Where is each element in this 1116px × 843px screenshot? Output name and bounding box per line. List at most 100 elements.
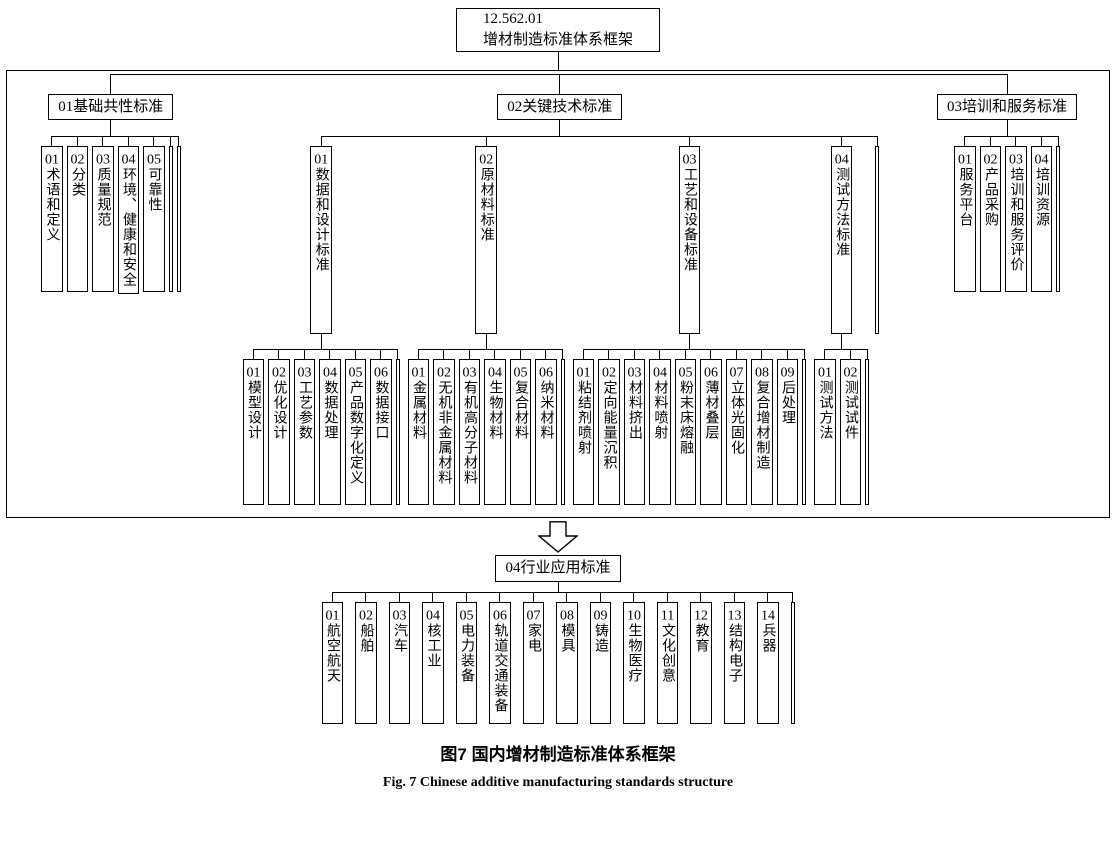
outer-frame: 01基础共性标准 01术语和定义 02分类 <box>6 70 1110 519</box>
raw-materials-children-row: 01金属材料 02无机非金属材料 03有机高分子材料 <box>406 349 567 506</box>
connector-drop <box>559 74 561 94</box>
leaf-cell: 01模型设计 <box>241 349 267 506</box>
leaf-title: 产品数字化定义 <box>348 380 363 486</box>
connector-drop <box>397 349 398 360</box>
leaf-box <box>865 359 869 506</box>
key-tech-branches-row: 01数据和设计标准 01模型设计 <box>239 136 882 506</box>
leaf-cell: 04生物材料 <box>482 349 508 506</box>
leaf-box: 10生物医疗 <box>623 601 645 724</box>
leaf-box: 01术语和定义 <box>41 146 63 293</box>
leaf-box: 03工艺参数 <box>293 359 315 506</box>
leaf-cell: 02无机非金属材料 <box>431 349 457 506</box>
leaf-number: 14 <box>761 608 775 623</box>
connector-drop <box>110 74 112 94</box>
leaf-box: 04数据处理 <box>319 359 341 506</box>
leaf-box: 02优化设计 <box>268 359 290 506</box>
leaf-title: 后处理 <box>780 380 795 426</box>
leaf-cell: 04核工业 <box>416 591 450 724</box>
leaf-number: 11 <box>660 608 675 623</box>
leaf-number: 02 <box>359 608 373 623</box>
leaf-title: 模具 <box>559 622 575 653</box>
leaf-number: 04 <box>653 366 667 381</box>
connector-drop <box>659 349 661 360</box>
root-area: 12.562.01 增材制造标准体系框架 <box>0 8 1116 70</box>
leaf-cell <box>863 349 871 506</box>
connector-drop <box>767 591 769 602</box>
connector-drop <box>485 136 487 147</box>
connector-stem <box>1006 120 1008 137</box>
branch-number: 02 <box>479 153 494 168</box>
connector-stem <box>688 334 690 350</box>
connector-drop <box>562 349 563 360</box>
leaf-number: 05 <box>147 153 161 168</box>
leaf-box: 01测试方法 <box>814 359 836 506</box>
leaf-cell: 07立体光固化 <box>723 349 750 506</box>
leaf-cell: 14兵器 <box>751 591 785 724</box>
leaf-number: 07 <box>729 366 744 381</box>
leaf-title: 测试方法 <box>817 380 833 441</box>
leaf-box: 14兵器 <box>757 601 779 724</box>
leaf-number: 05 <box>513 366 528 381</box>
leaf-cell: 03质量规范 <box>90 136 116 293</box>
connector-drop <box>398 591 400 602</box>
leaf-box: 01金属材料 <box>407 359 429 506</box>
branch-head-box: 02原材料标准 <box>475 146 497 335</box>
leaf-box: 01模型设计 <box>242 359 264 506</box>
leaf-number: 05 <box>459 608 474 623</box>
connector-drop <box>633 591 635 602</box>
leaf-title: 材料挤出 <box>627 380 642 441</box>
leaf-title: 汽车 <box>392 622 407 653</box>
connector-drop <box>170 136 171 147</box>
leaf-box: 03质量规范 <box>92 146 114 293</box>
leaf-title: 数据处理 <box>322 380 338 441</box>
leaf-number: 12 <box>694 608 708 623</box>
leaf-title: 复合增材制造 <box>754 380 770 471</box>
connector-drop <box>733 591 735 602</box>
connector-drop <box>1015 136 1017 147</box>
branch-title: 工艺和设备标准 <box>682 167 697 273</box>
leaf-number: 01 <box>246 366 261 381</box>
leaf-title: 铸造 <box>593 622 608 653</box>
branch-test-methods: 04测试方法标准 01测试方法 <box>810 136 873 506</box>
leaf-box: 07家电 <box>522 601 544 724</box>
leaf-number: 02 <box>983 153 998 168</box>
leaf-box <box>395 359 400 506</box>
top-groups-row: 01基础共性标准 01术语和定义 02分类 <box>11 74 1105 506</box>
branch-head-box: 03工艺和设备标准 <box>678 146 700 335</box>
leaf-title: 电力装备 <box>459 622 474 683</box>
leaf-number: 06 <box>704 366 718 381</box>
leaf-number: 13 <box>727 608 742 623</box>
connector-stem <box>559 120 561 137</box>
leaf-title: 轨道交通装备 <box>492 622 508 713</box>
down-arrow-icon <box>538 521 578 554</box>
leaf-number: 05 <box>678 366 693 381</box>
leaf-number: 04 <box>488 366 502 381</box>
leaf-title: 数据接口 <box>373 380 389 441</box>
leaf-number: 03 <box>462 366 477 381</box>
leaf-title: 培训和服务评价 <box>1008 167 1024 273</box>
connector-drop <box>761 349 763 360</box>
process-equipment-children-row: 01粘结剂喷射 02定向能量沉积 03材料挤出 <box>571 349 809 506</box>
leaf-number: 03 <box>96 153 110 168</box>
leaf-title: 航空航天 <box>325 622 340 683</box>
leaf-cell <box>166 136 175 293</box>
branch-title: 测试方法标准 <box>834 167 850 258</box>
group-basic-header: 01基础共性标准 <box>48 94 174 121</box>
leaf-box: 03培训和服务评价 <box>1005 146 1027 293</box>
leaf-box: 08复合增材制造 <box>751 359 773 506</box>
leaf-number: 09 <box>780 366 795 381</box>
figure-diagram: 12.562.01 增材制造标准体系框架 01基础共性标准 01术语和定义 <box>0 8 1116 803</box>
leaf-cell: 03材料挤出 <box>621 349 648 506</box>
leaf-box: 04环境、健康和安全 <box>117 146 139 295</box>
leaf-box: 01航空航天 <box>321 601 343 724</box>
connector-drop <box>700 591 702 602</box>
leaf-number: 01 <box>411 366 426 381</box>
leaf-box: 04生物材料 <box>484 359 506 506</box>
leaf-cell <box>558 349 567 506</box>
test-methods-children-row: 01测试方法 02测试试件 <box>812 349 871 506</box>
connector-drop <box>599 591 601 602</box>
leaf-number: 02 <box>843 366 858 381</box>
leaf-number: 01 <box>818 366 832 381</box>
branch-raw-materials: 02原材料标准 01金属材料 <box>403 136 569 506</box>
connector-drop <box>1057 136 1059 147</box>
